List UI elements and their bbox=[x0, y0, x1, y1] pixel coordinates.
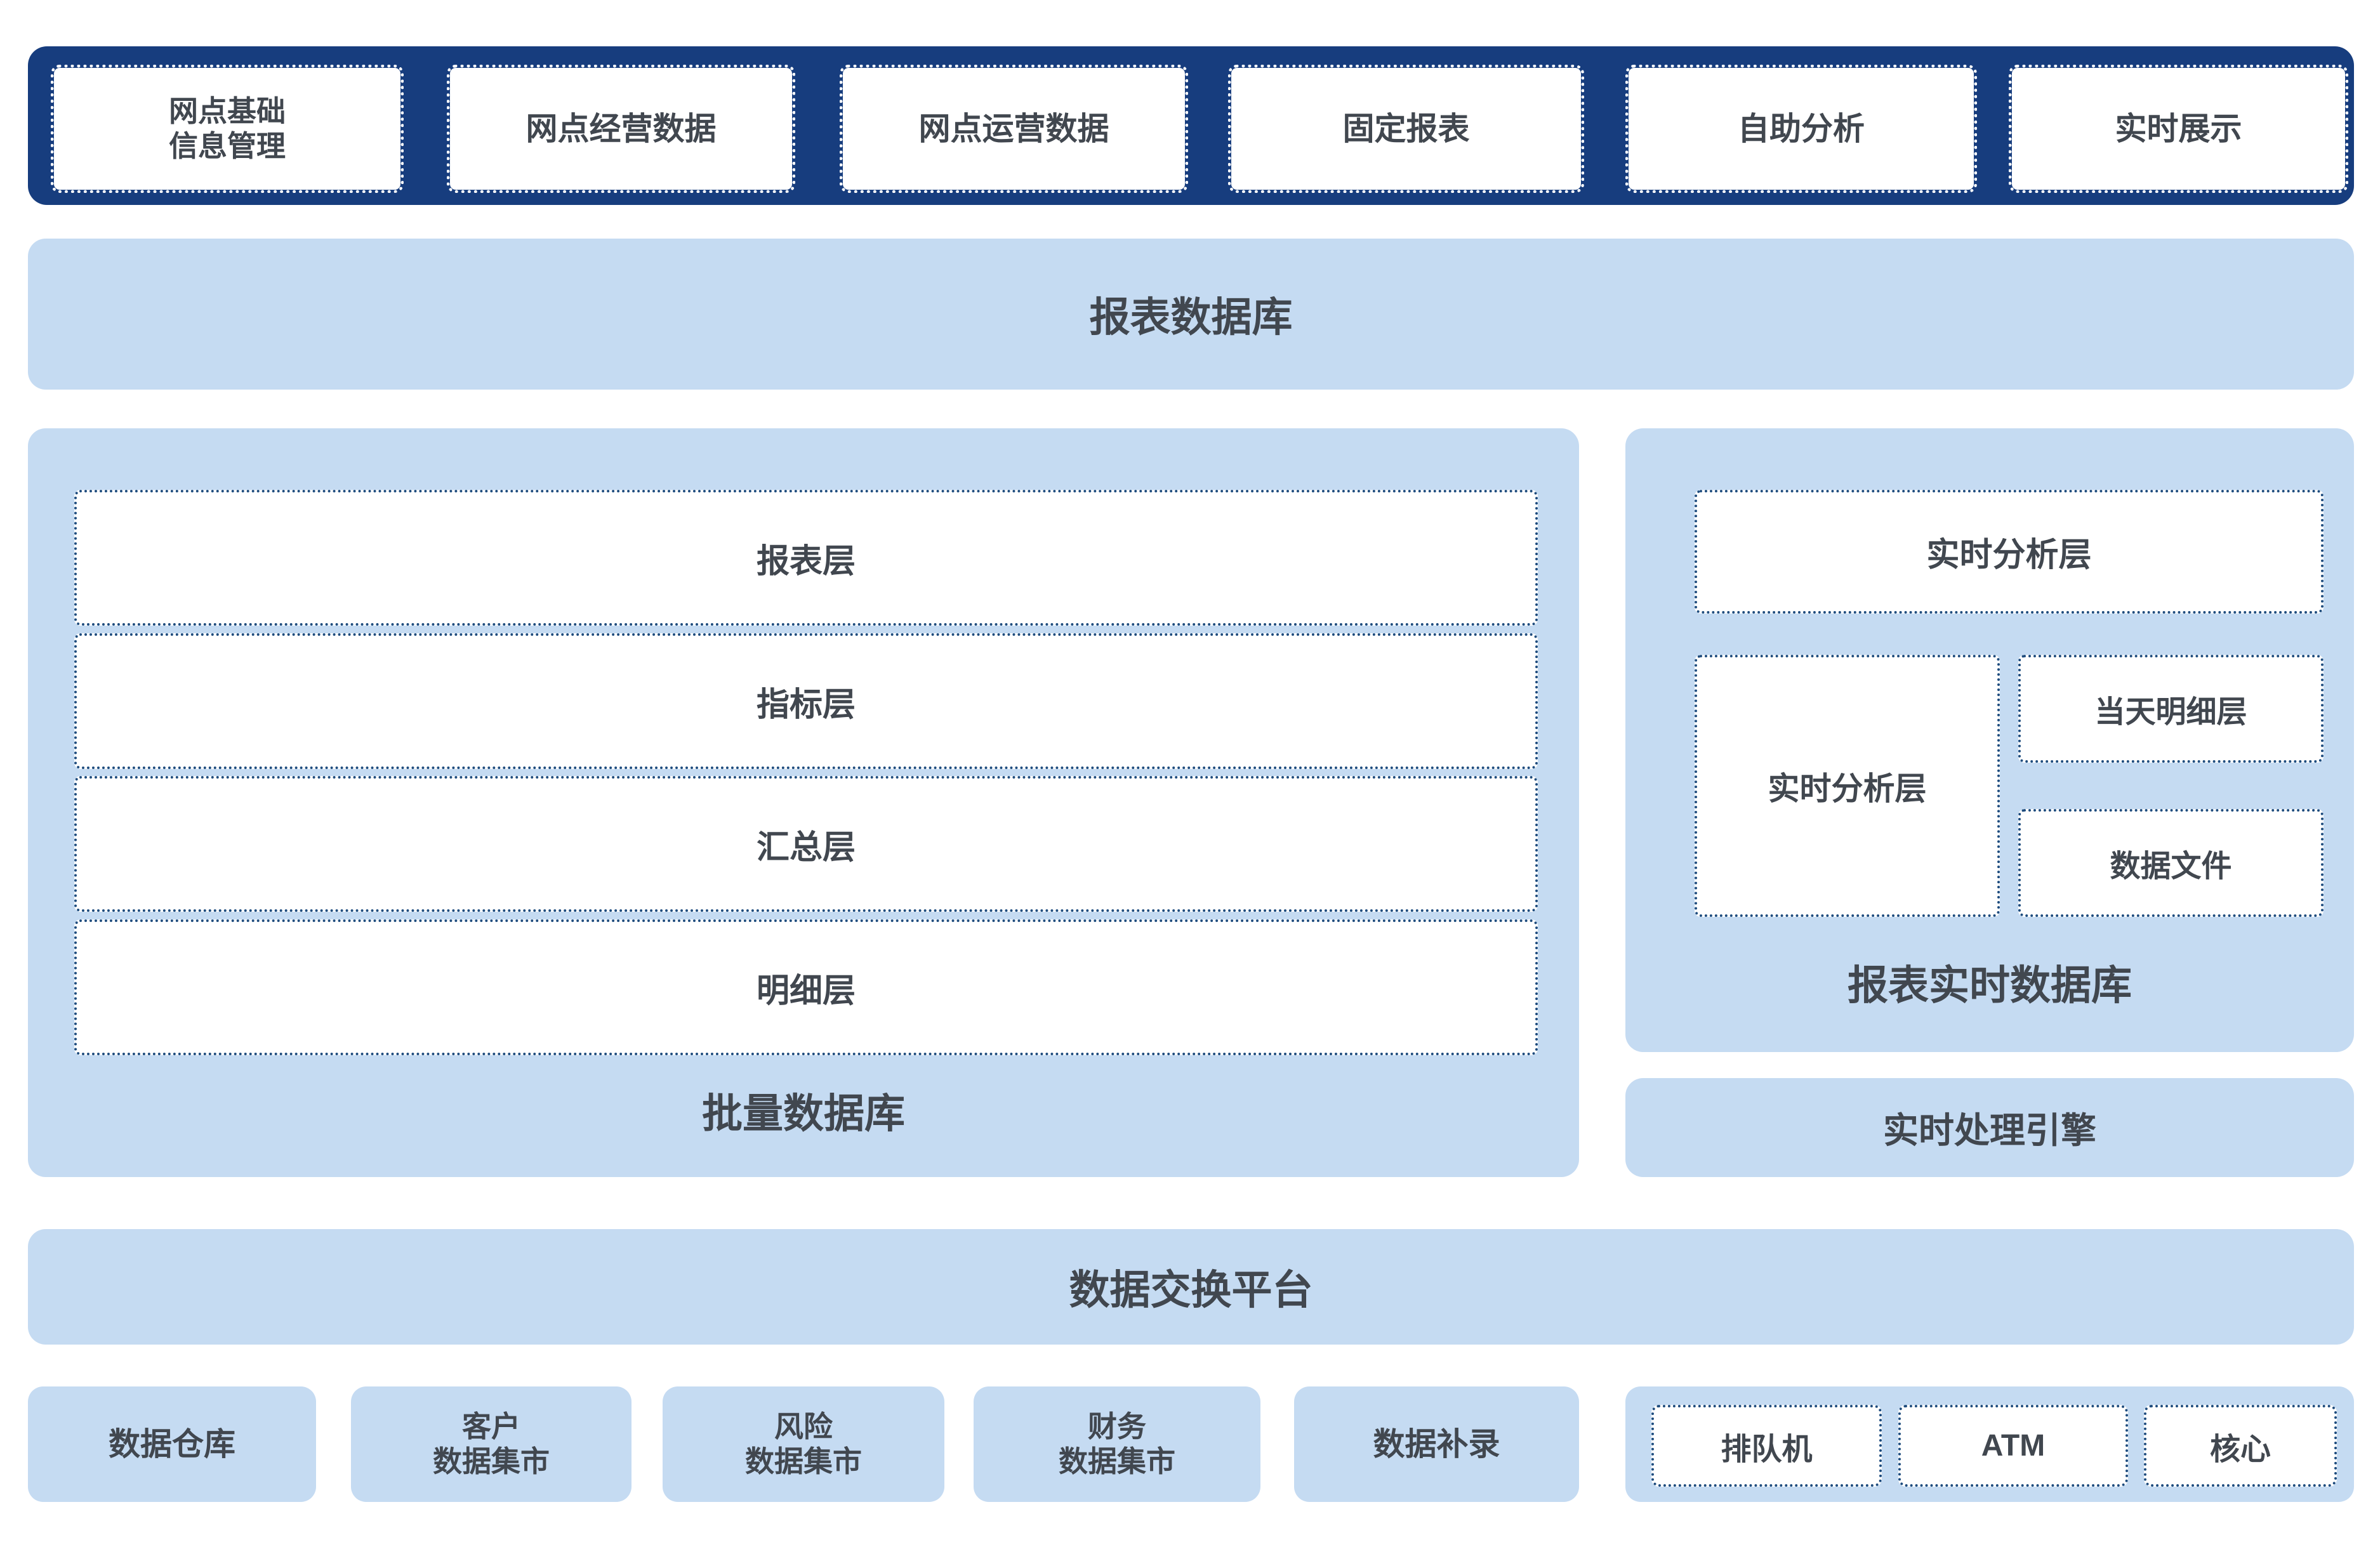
data-exchange-bar: 数据交换平台 bbox=[28, 1229, 2354, 1345]
realtime-analysis-left-box: 实时分析层 bbox=[1695, 655, 2000, 917]
batch-db-label: 批量数据库 bbox=[702, 1091, 905, 1136]
app-box-fixed-report: 固定报表 bbox=[1228, 65, 1584, 193]
layer-row-report: 报表层 bbox=[74, 490, 1538, 626]
source-box-risk-mart: 风险 数据集市 bbox=[663, 1386, 944, 1502]
channel-box-core: 核心 bbox=[2144, 1405, 2337, 1487]
realtime-db-label: 报表实时数据库 bbox=[1848, 962, 2132, 1008]
app-box-self-service-analysis: 自助分析 bbox=[1625, 65, 1977, 193]
layer-row-summary: 汇总层 bbox=[74, 776, 1538, 912]
realtime-db-container: 实时分析层 实时分析层 当天明细层 数据文件 报表实时数据库 bbox=[1625, 428, 2354, 1052]
channel-container: 排队机 ATM 核心 bbox=[1625, 1386, 2354, 1502]
layer-row-indicator: 指标层 bbox=[74, 633, 1538, 769]
layer-row-detail: 明细层 bbox=[74, 919, 1538, 1055]
realtime-engine-bar: 实时处理引擎 bbox=[1625, 1078, 2354, 1177]
report-db-bar: 报表数据库 bbox=[28, 239, 2354, 390]
source-box-finance-mart: 财务 数据集市 bbox=[974, 1386, 1260, 1502]
today-detail-box: 当天明细层 bbox=[2018, 655, 2324, 763]
channel-box-atm: ATM bbox=[1898, 1405, 2128, 1487]
app-box-branch-info: 网点基础 信息管理 bbox=[51, 65, 404, 193]
batch-db-container: 报表层 指标层 汇总层 明细层 批量数据库 bbox=[28, 428, 1579, 1177]
source-box-data-supplement: 数据补录 bbox=[1294, 1386, 1579, 1502]
source-box-data-warehouse: 数据仓库 bbox=[28, 1386, 316, 1502]
realtime-analysis-top-box: 实时分析层 bbox=[1695, 490, 2324, 614]
app-box-branch-business-data: 网点经营数据 bbox=[447, 65, 795, 193]
application-layer-bar: 网点基础 信息管理 网点经营数据 网点运营数据 固定报表 自助分析 实时展示 bbox=[28, 46, 2354, 205]
source-box-customer-mart: 客户 数据集市 bbox=[351, 1386, 631, 1502]
channel-box-queue-machine: 排队机 bbox=[1651, 1405, 1882, 1487]
app-box-branch-operation-data: 网点运营数据 bbox=[840, 65, 1188, 193]
app-box-realtime-display: 实时展示 bbox=[2009, 65, 2348, 193]
data-file-box: 数据文件 bbox=[2018, 809, 2324, 917]
